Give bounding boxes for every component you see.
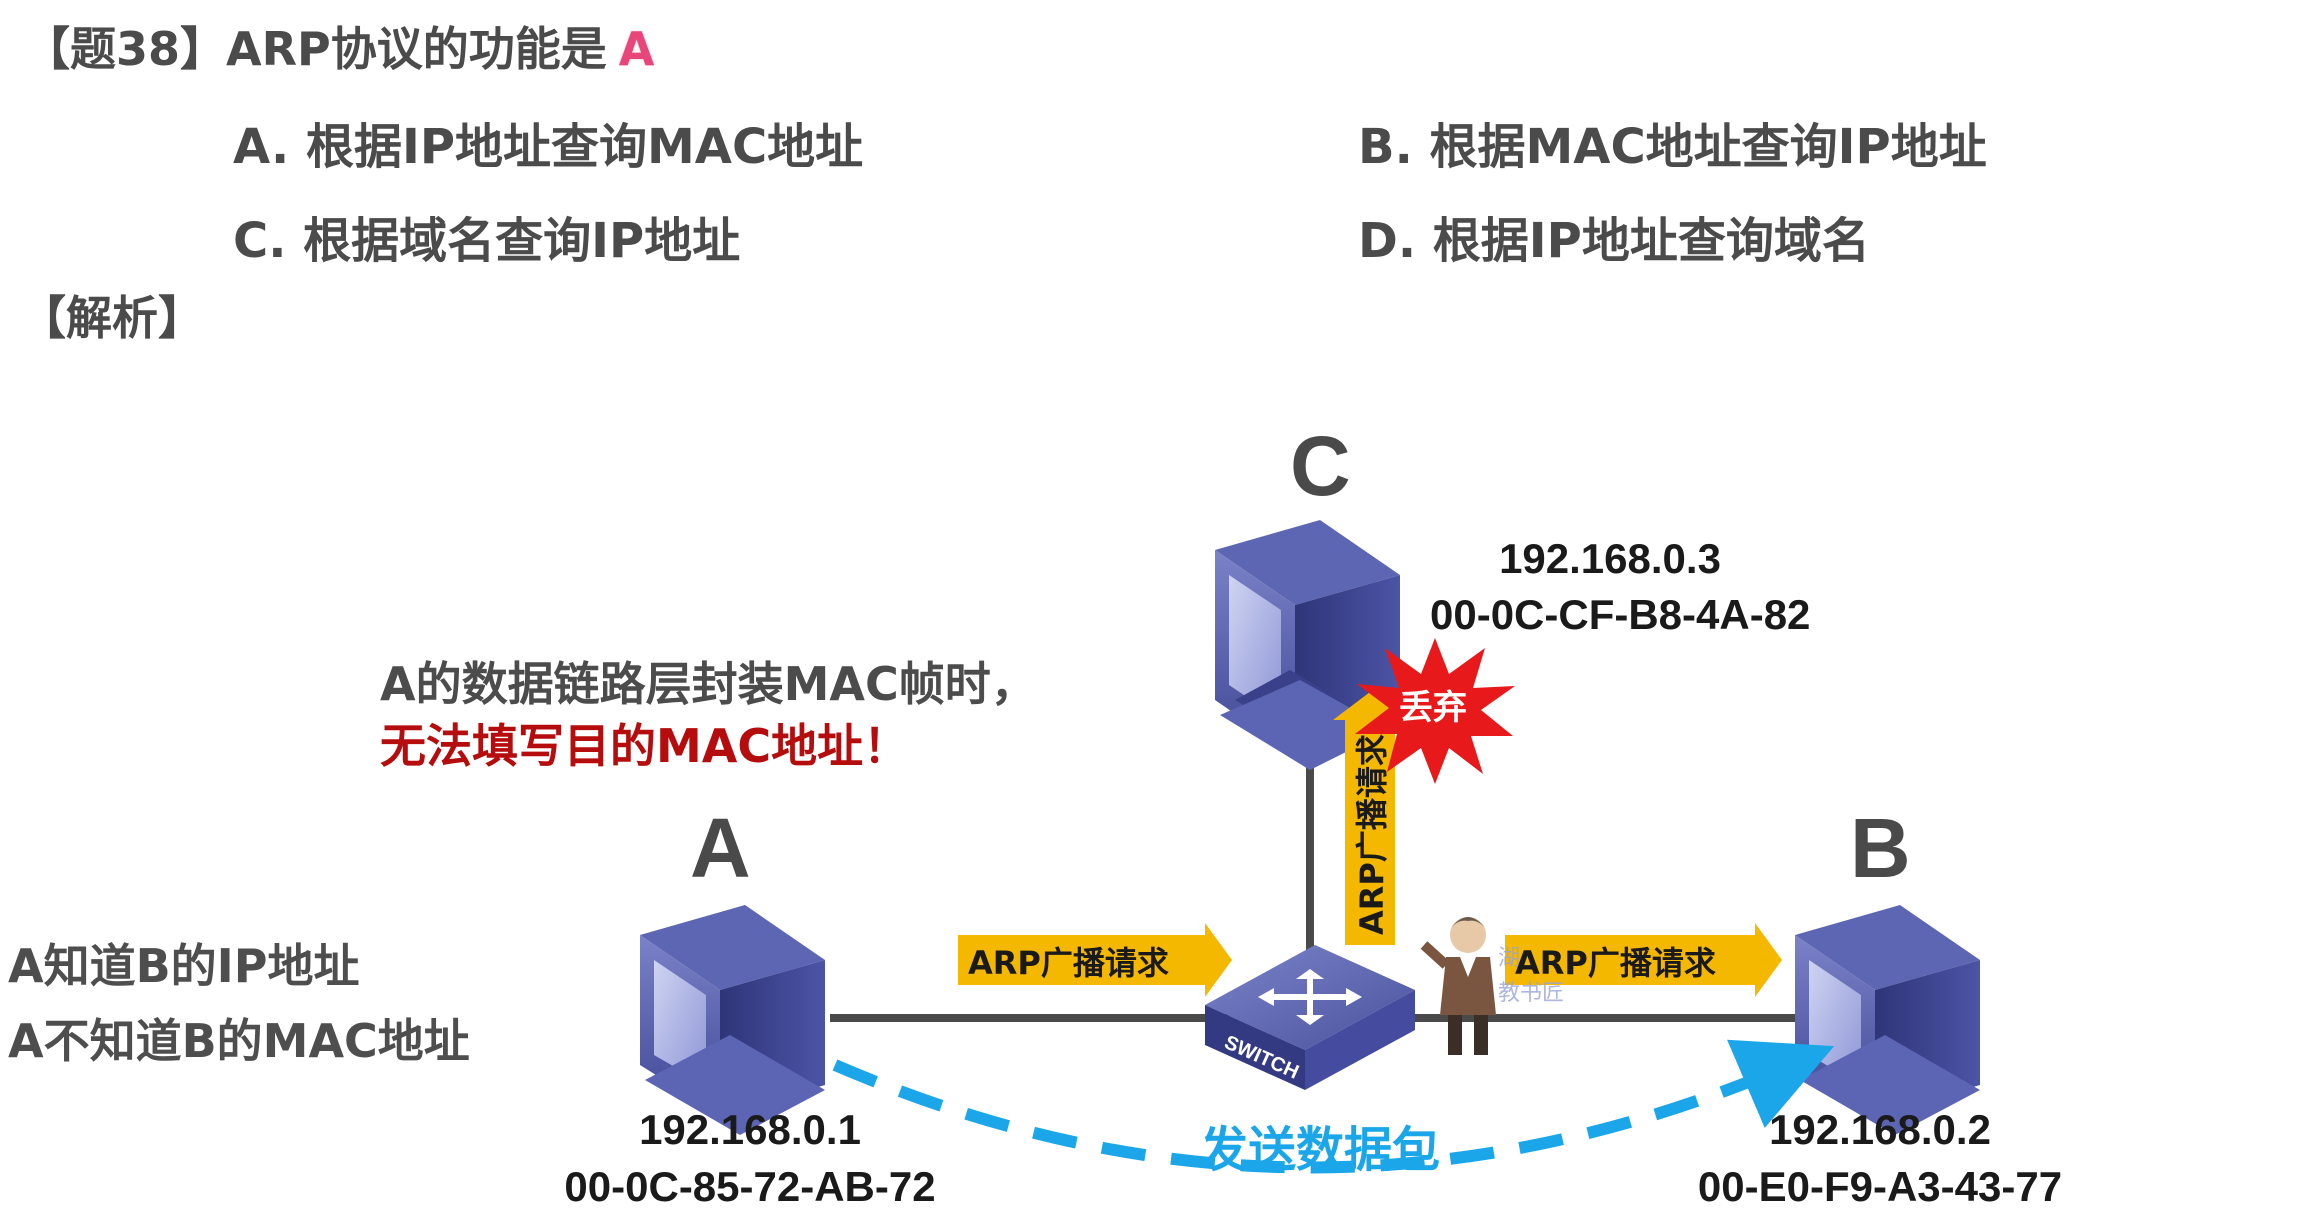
- watermark-line1: 湖: [1498, 946, 1520, 971]
- watermark-line2: 教书匠: [1498, 981, 1564, 1006]
- node-c-label: C: [1290, 419, 1351, 513]
- note-line-2: 无法填写目的MAC地址！: [380, 719, 910, 773]
- node-c-mac: 00-0C-CF-B8-4A-82: [1430, 591, 1811, 638]
- question-title-text: 【题38】ARP协议的功能是: [24, 22, 607, 76]
- computer-c-icon: [1215, 520, 1400, 770]
- teacher-figure-icon: [1420, 917, 1496, 1055]
- option-b: B. 根据MAC地址查询IP地址: [1358, 119, 1987, 175]
- node-c-ip: 192.168.0.3: [1499, 535, 1721, 582]
- computer-b-icon: [1795, 905, 1980, 1135]
- answer-mark: A: [618, 22, 655, 76]
- arp-arrow-a-to-switch: ARP广播请求: [958, 923, 1232, 997]
- arp-arrow-c-label: ARP广播请求: [1353, 734, 1391, 935]
- node-b-ip: 192.168.0.2: [1769, 1106, 1991, 1153]
- arp-arrow-a-label: ARP广播请求: [968, 944, 1169, 982]
- node-a-ip: 192.168.0.1: [639, 1106, 861, 1153]
- option-a: A. 根据IP地址查询MAC地址: [233, 119, 864, 175]
- note-line-1: A的数据链路层封装MAC帧时，: [380, 657, 1037, 711]
- discard-label: 丢弃: [1399, 688, 1467, 728]
- discard-burst-icon: 丢弃: [1355, 638, 1515, 784]
- send-packet-label: 发送数据包: [1200, 1122, 1441, 1178]
- arp-arrow-switch-to-b: ARP广播请求: [1505, 923, 1782, 997]
- side-note-line-2: A不知道B的MAC地址: [8, 1014, 470, 1068]
- option-d: D. 根据IP地址查询域名: [1358, 213, 1870, 269]
- send-packet-arrow: [832, 1039, 1835, 1174]
- node-a-mac: 00-0C-85-72-AB-72: [564, 1163, 936, 1210]
- arp-arrow-b-label: ARP广播请求: [1515, 944, 1716, 982]
- analysis-label: 【解析】: [20, 291, 204, 345]
- node-b-label: B: [1850, 801, 1911, 895]
- side-note-line-1: A知道B的IP地址: [8, 939, 360, 993]
- node-a-label: A: [690, 801, 751, 895]
- option-c: C. 根据域名查询IP地址: [233, 213, 741, 269]
- arp-arrow-switch-to-c: ARP广播请求: [1333, 692, 1407, 945]
- computer-a-icon: [640, 905, 825, 1135]
- switch-icon: SWITCH: [1205, 945, 1415, 1090]
- node-b-mac: 00-E0-F9-A3-43-77: [1697, 1163, 2063, 1210]
